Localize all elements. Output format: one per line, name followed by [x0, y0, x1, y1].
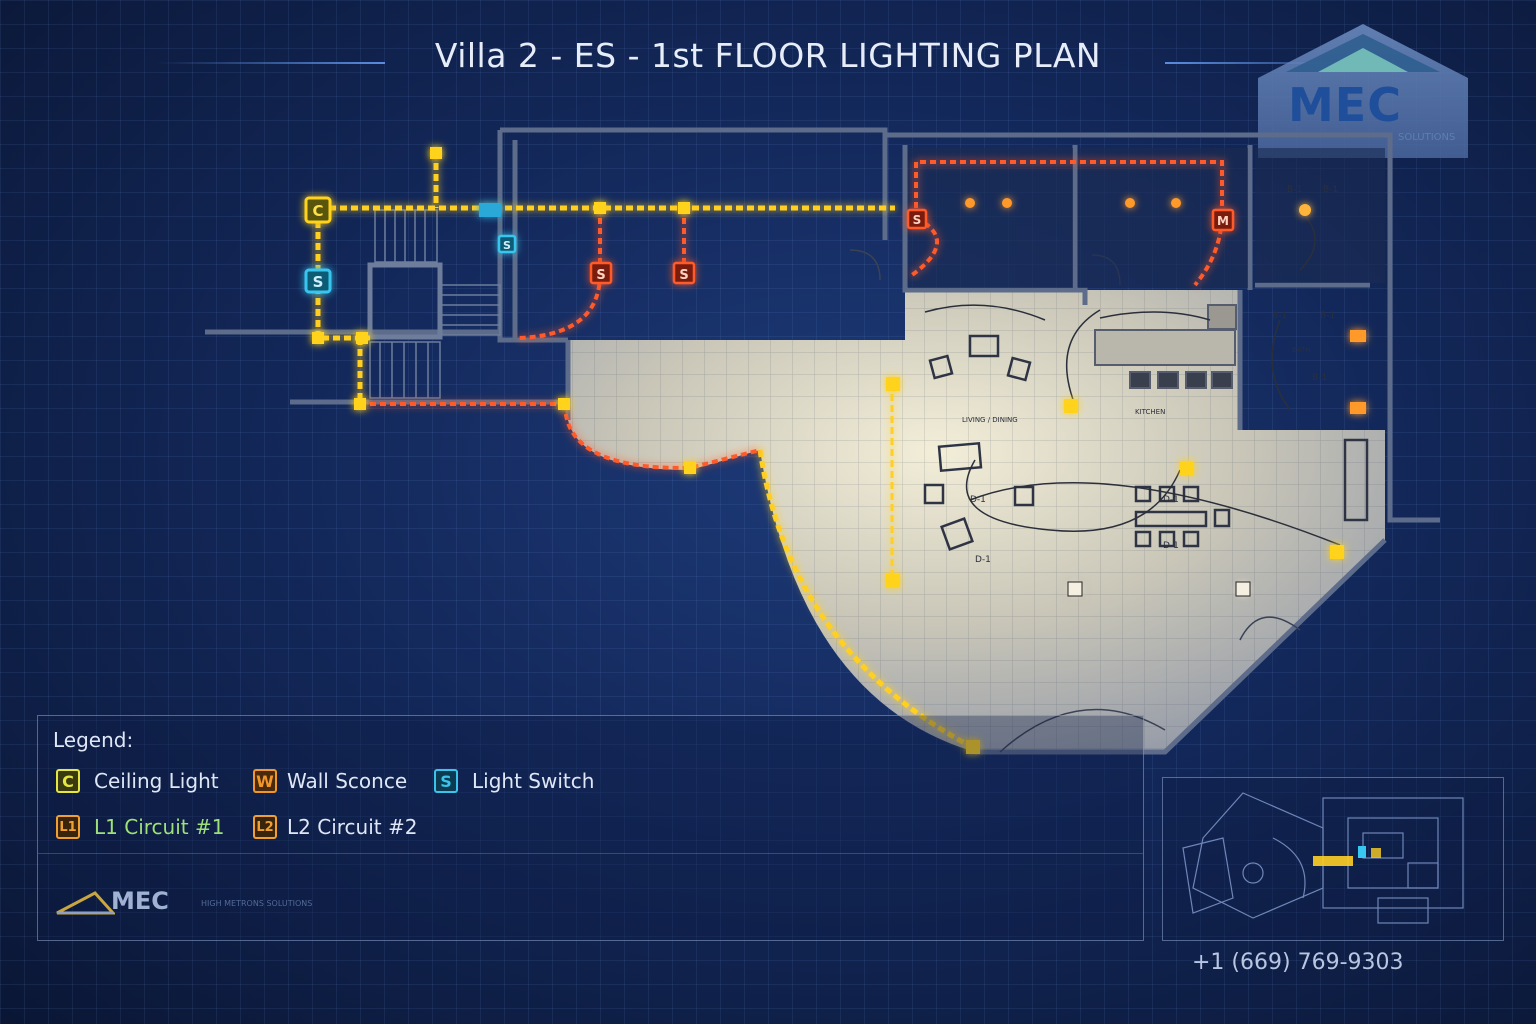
legend-divider: [38, 853, 1143, 854]
ceiling-light-icon: [886, 377, 900, 391]
legend-label: Wall Sconce: [287, 769, 408, 793]
circuit-1-icon: L1: [56, 815, 80, 839]
walls: [205, 127, 1440, 755]
motion-sensor-marker: M: [1217, 214, 1229, 228]
ceiling-light-icon: [354, 398, 366, 410]
ceiling-light-icon: [678, 202, 690, 214]
footer-logo-tagline: HIGH METRONS SOLUTIONS: [201, 899, 313, 908]
ceiling-light-icon: [886, 574, 900, 588]
ceiling-light-icon: [1064, 399, 1078, 413]
room-label: BATH: [1292, 346, 1311, 354]
legend-item-circuit-2: L2 L2 Circuit #2: [253, 815, 417, 839]
switch-marker: S: [596, 268, 605, 283]
ceiling-fixtures: [312, 147, 1366, 754]
fixture-code: D-1: [1163, 495, 1179, 505]
key-plan: [1162, 777, 1504, 941]
ceiling-light-icon: [594, 202, 606, 214]
legend-label: Light Switch: [472, 769, 595, 793]
title-rule-right: [1165, 62, 1395, 64]
fixture-code: D-1: [975, 555, 991, 565]
fixture-code: D-1: [1163, 541, 1179, 551]
footer-logo-text: MEC: [111, 887, 169, 915]
ceiling-light-icon: [1350, 330, 1366, 342]
switch-marker: S: [913, 213, 922, 227]
ceiling-light-icon: [1180, 461, 1194, 475]
ceiling-light-icon: [684, 462, 696, 474]
legend-item-ceiling-light: C Ceiling Light: [56, 769, 219, 793]
ceiling-light-icon: [1330, 545, 1344, 559]
ceiling-light-icon: [312, 332, 324, 344]
ceiling-light-icon: [558, 398, 570, 410]
legend-label: Ceiling Light: [94, 769, 219, 793]
kitchen-counter: [1094, 304, 1237, 389]
contact-phone: +1 (669) 769-9303: [1192, 950, 1404, 975]
circuit-2-icon: L2: [253, 815, 277, 839]
switch-marker: S: [503, 239, 511, 252]
legend-panel: Legend: C Ceiling Light W Wall Sconce S …: [37, 715, 1144, 941]
room-label: LIVING / DINING: [962, 416, 1018, 424]
legend-label: L1 Circuit #1: [94, 815, 225, 839]
fixture-code: B-1: [1320, 311, 1335, 321]
ceiling-light-icon: [430, 147, 442, 159]
legend-heading: Legend:: [53, 728, 134, 752]
light-switch-icon: S: [434, 769, 458, 793]
room-label: KITCHEN: [1135, 408, 1165, 416]
key-plan-drawing: [1182, 792, 1464, 924]
ceiling-light-icon: [1067, 581, 1083, 597]
switch-marker: S: [679, 268, 688, 283]
ceiling-light-icon: [356, 332, 368, 344]
mec-logo-text: MEC: [1288, 78, 1402, 132]
switch-marker: S: [313, 273, 324, 291]
title-rule-left: [155, 62, 385, 64]
fixture-code: B-1: [1323, 185, 1338, 195]
footer-logo-roof-icon: [56, 891, 117, 915]
legend-label: L2 Circuit #2: [287, 815, 418, 839]
stair: [367, 209, 501, 399]
legend-item-wall-sconce: W Wall Sconce: [253, 769, 407, 793]
ceiling-light-icon: [1235, 581, 1251, 597]
ceiling-light-icon: [1350, 402, 1366, 414]
ceiling-light-marker: C: [312, 202, 323, 220]
fixture-code: D-1: [970, 495, 986, 505]
mec-logo-house-icon: [1258, 24, 1468, 158]
fixture-code: B-1: [1287, 185, 1302, 195]
footer-logo: MEC HIGH METRONS SOLUTIONS: [55, 887, 315, 917]
legend-item-circuit-1: L1 L1 Circuit #1: [56, 815, 224, 839]
legend-item-light-switch: S Light Switch: [434, 769, 594, 793]
ceiling-light-icon: C: [56, 769, 80, 793]
ceiling-light-icon: [966, 740, 980, 754]
fixture-code: B-1: [1272, 311, 1287, 321]
wall-sconce-icon: W: [253, 769, 277, 793]
plan-symbols: C S S S S S M: [304, 196, 1235, 294]
page-title: Villa 2 - ES - 1st FLOOR LIGHTING PLAN: [434, 36, 1102, 75]
mec-logo-tagline: SOLUTIONS: [1398, 132, 1456, 143]
mec-logo: MEC SOLUTIONS: [1258, 22, 1468, 160]
fixture-code: B-1: [1312, 373, 1327, 383]
